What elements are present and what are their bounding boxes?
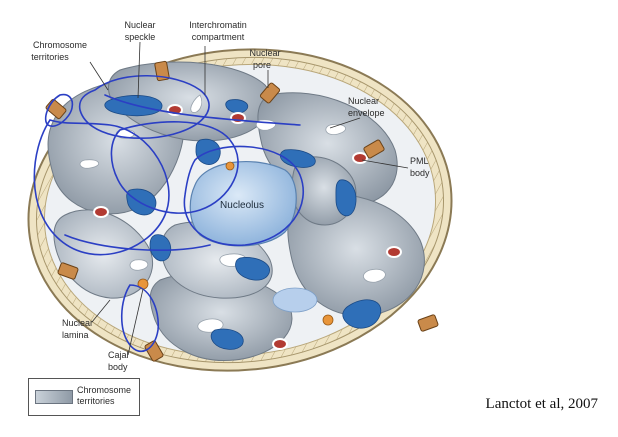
label-line: body bbox=[410, 168, 430, 178]
leader-lines bbox=[89, 41, 409, 356]
nuclear-speckles bbox=[104, 95, 382, 350]
label-line: Interchromatin bbox=[189, 20, 247, 30]
label-line: Nuclear bbox=[62, 318, 93, 328]
cajal-body bbox=[225, 161, 235, 171]
nuclear-pore bbox=[417, 314, 439, 332]
speckle bbox=[342, 299, 382, 329]
pml-body bbox=[386, 246, 402, 258]
label-line: lamina bbox=[62, 330, 89, 340]
label-line: pore bbox=[253, 60, 271, 70]
legend-swatch bbox=[35, 390, 73, 404]
nucleolus-label: Nucleolus bbox=[220, 200, 264, 211]
light-body bbox=[272, 287, 318, 313]
nuclear-pore bbox=[57, 262, 79, 280]
pml-body bbox=[230, 112, 246, 124]
legend: Chromosome territories bbox=[28, 378, 140, 416]
nuclear-pore-label: Nuclear pore bbox=[249, 48, 280, 70]
nuclear-speckle-label: Nuclear speckle bbox=[124, 20, 155, 42]
nuclear-pore bbox=[363, 139, 385, 159]
label-line: speckle bbox=[125, 32, 156, 42]
label-line: Cajal bbox=[108, 350, 129, 360]
nuclear-pore bbox=[259, 82, 281, 104]
nuclear-lamina-label: Nuclear lamina bbox=[62, 318, 93, 340]
label-line: compartment bbox=[192, 32, 245, 42]
legend-text: Chromosome territories bbox=[77, 385, 131, 407]
speckle bbox=[126, 188, 157, 216]
nuclear-pore bbox=[144, 340, 164, 362]
label-line: Nuclear bbox=[124, 20, 155, 30]
interchromatin-compartment-label: Interchromatin compartment bbox=[189, 20, 247, 42]
label-line: Nuclear bbox=[249, 48, 280, 58]
label-line: Chromosome bbox=[33, 40, 87, 50]
pml-body bbox=[272, 338, 288, 350]
speckle bbox=[335, 179, 357, 217]
speckle bbox=[235, 257, 270, 281]
speckle bbox=[149, 234, 172, 262]
pml-body bbox=[93, 206, 109, 218]
speckle bbox=[225, 99, 249, 114]
label-line: territories bbox=[31, 52, 69, 62]
nuclear-pores bbox=[45, 60, 439, 362]
annotation-loops bbox=[33, 75, 305, 353]
nucleolus: Nucleolus bbox=[189, 160, 297, 247]
pml-body bbox=[352, 152, 368, 164]
legend-line: territories bbox=[77, 396, 115, 406]
cajal-bodies bbox=[137, 161, 334, 326]
pml-body-label: PML body bbox=[410, 156, 430, 178]
citation: Lanctot et al, 2007 bbox=[485, 396, 598, 412]
chromosome-territories-label: Chromosome territories bbox=[31, 40, 87, 62]
label-line: body bbox=[108, 362, 128, 372]
label-line: envelope bbox=[348, 108, 385, 118]
label-line: Nuclear bbox=[348, 96, 379, 106]
cajal-body bbox=[322, 314, 334, 326]
nuclear-envelope-label: Nuclear envelope bbox=[348, 96, 385, 118]
speckle bbox=[210, 328, 244, 350]
cajal-body-label: Cajal body bbox=[108, 350, 129, 372]
legend-line: Chromosome bbox=[77, 385, 132, 395]
label-line: PML bbox=[410, 156, 429, 166]
